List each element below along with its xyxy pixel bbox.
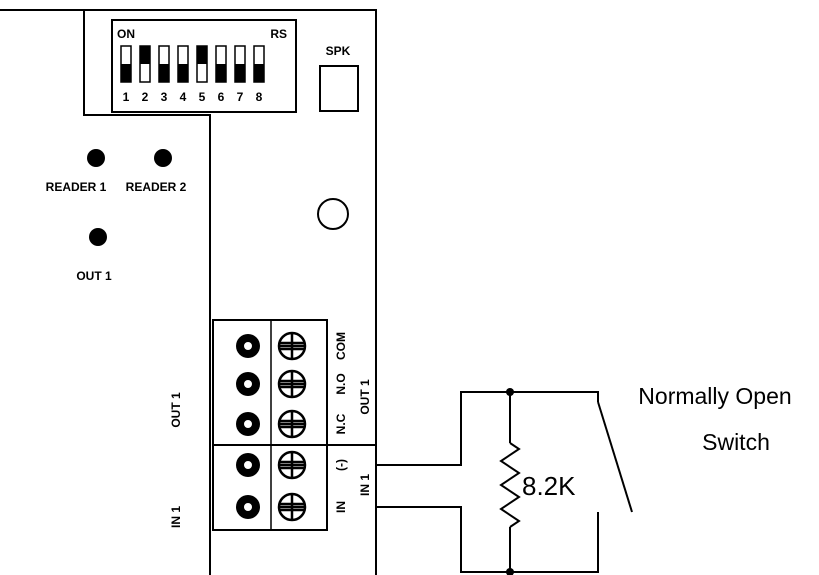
pin-nc-label: N.C [334,413,348,434]
junction-dot-top [506,388,514,396]
dip-number: 8 [256,90,263,104]
terminal-screw-cross [279,452,305,478]
out1-led-label: OUT 1 [76,269,112,283]
dip-knob [254,64,264,82]
resistor-zigzag [499,442,521,528]
switch-caption-line1: Normally Open [638,383,791,409]
out1-right-label: OUT 1 [358,379,372,415]
reader1-led [87,149,105,167]
terminal-screw-cross [279,494,305,520]
mounting-hole [317,198,349,230]
out1-group-label: OUT 1 [169,392,183,428]
in1-group-label: IN 1 [169,506,183,528]
board-edge-top-left [0,9,211,575]
terminal-block-out [212,319,328,446]
terminal-block-in [212,444,328,531]
terminal-socket-hole [243,419,253,429]
dip-number: 3 [161,90,168,104]
dip-number: 1 [123,90,130,104]
dip-knob [121,64,131,82]
dip-knob [197,46,207,64]
dip-number: 4 [180,90,187,104]
switch-caption-line2: Switch [702,429,770,455]
pin-com-label: COM [334,332,348,360]
dip-rs-label: RS [270,27,287,41]
dip-number: 5 [199,90,206,104]
dip-switch-housing [111,19,297,113]
dip-number: 6 [218,90,225,104]
pin-neg-label: (-) [334,459,348,471]
terminal-screw-cross [279,371,305,397]
pin-no-label: N.O [334,373,348,394]
resistor-value-label: 8.2K [522,471,576,501]
terminal-socket-hole [243,341,253,351]
terminal-screw-cross [279,333,305,359]
pin-in-label: IN [334,501,348,513]
wire-in [376,506,599,573]
speaker: SPK [319,44,359,112]
external-wiring [376,391,633,573]
terminal-socket-hole [243,379,253,389]
terminals [236,331,307,522]
terminal-socket-hole [243,460,253,470]
speaker-square [319,65,359,112]
speaker-label: SPK [326,44,351,58]
reader2-led [154,149,172,167]
junction-dot-bottom [506,568,514,575]
switch-blade [597,401,633,513]
board-outline [84,9,377,575]
terminal-socket-hole [243,502,253,512]
in1-right-label: IN 1 [358,474,372,496]
dip-on-label: ON [117,27,135,41]
dip-knob [178,64,188,82]
reader1-led-label: READER 1 [46,180,107,194]
dip-knob [159,64,169,82]
dip-number: 2 [142,90,149,104]
controller-board [0,9,377,575]
reader2-led-label: READER 2 [126,180,187,194]
dip-slots [120,45,265,83]
out1-led [89,228,107,246]
wire-neg [376,391,599,466]
dip-number: 7 [237,90,244,104]
dip-knob [216,64,226,82]
dip-knob [140,46,150,64]
terminal-screw-cross [279,411,305,437]
terminal-block [212,319,376,531]
dip-knob [235,64,245,82]
